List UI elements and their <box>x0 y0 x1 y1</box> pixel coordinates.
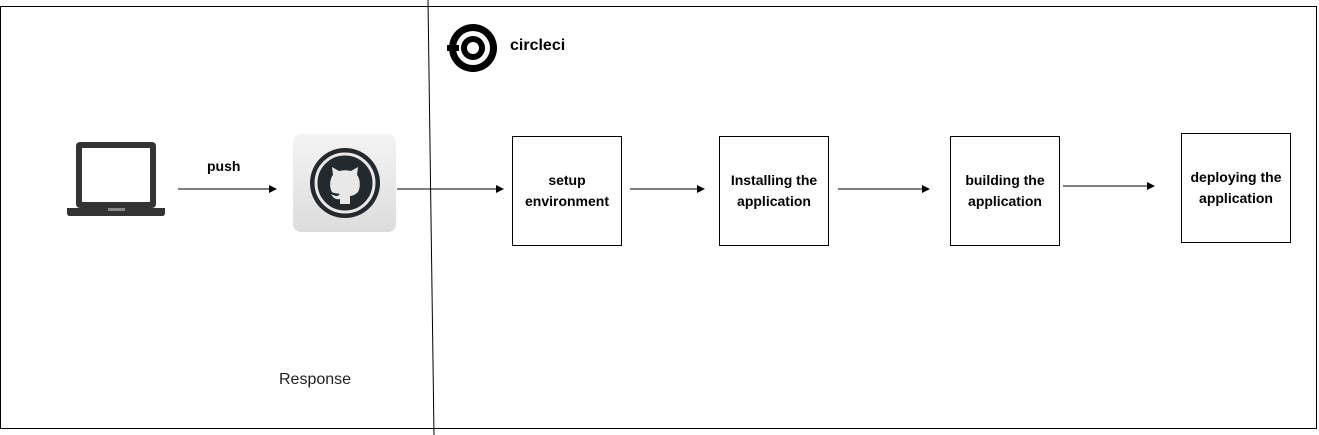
push-label: push <box>207 158 241 174</box>
circleci-logo <box>447 22 499 74</box>
step-building-application: building the application <box>950 136 1060 246</box>
github-tile <box>293 134 396 232</box>
brand-name: circleci <box>510 37 566 54</box>
step-label: setup environment <box>524 172 609 209</box>
step-setup-environment: setup environment <box>512 136 622 246</box>
step-label: Installing the application <box>730 172 818 209</box>
diagram-frame <box>0 6 1317 429</box>
laptop-icon <box>67 142 165 216</box>
circleci-logo-icon <box>447 24 497 72</box>
region-caption: Response <box>279 371 352 388</box>
github-octocat-icon <box>309 148 380 218</box>
step-label: deploying the application <box>1190 169 1282 206</box>
step-label: building the application <box>965 172 1045 209</box>
step-installing-application: Installing the application <box>719 136 829 246</box>
step-deploying-application: deploying the application <box>1181 133 1291 243</box>
region-divider <box>427 0 435 435</box>
